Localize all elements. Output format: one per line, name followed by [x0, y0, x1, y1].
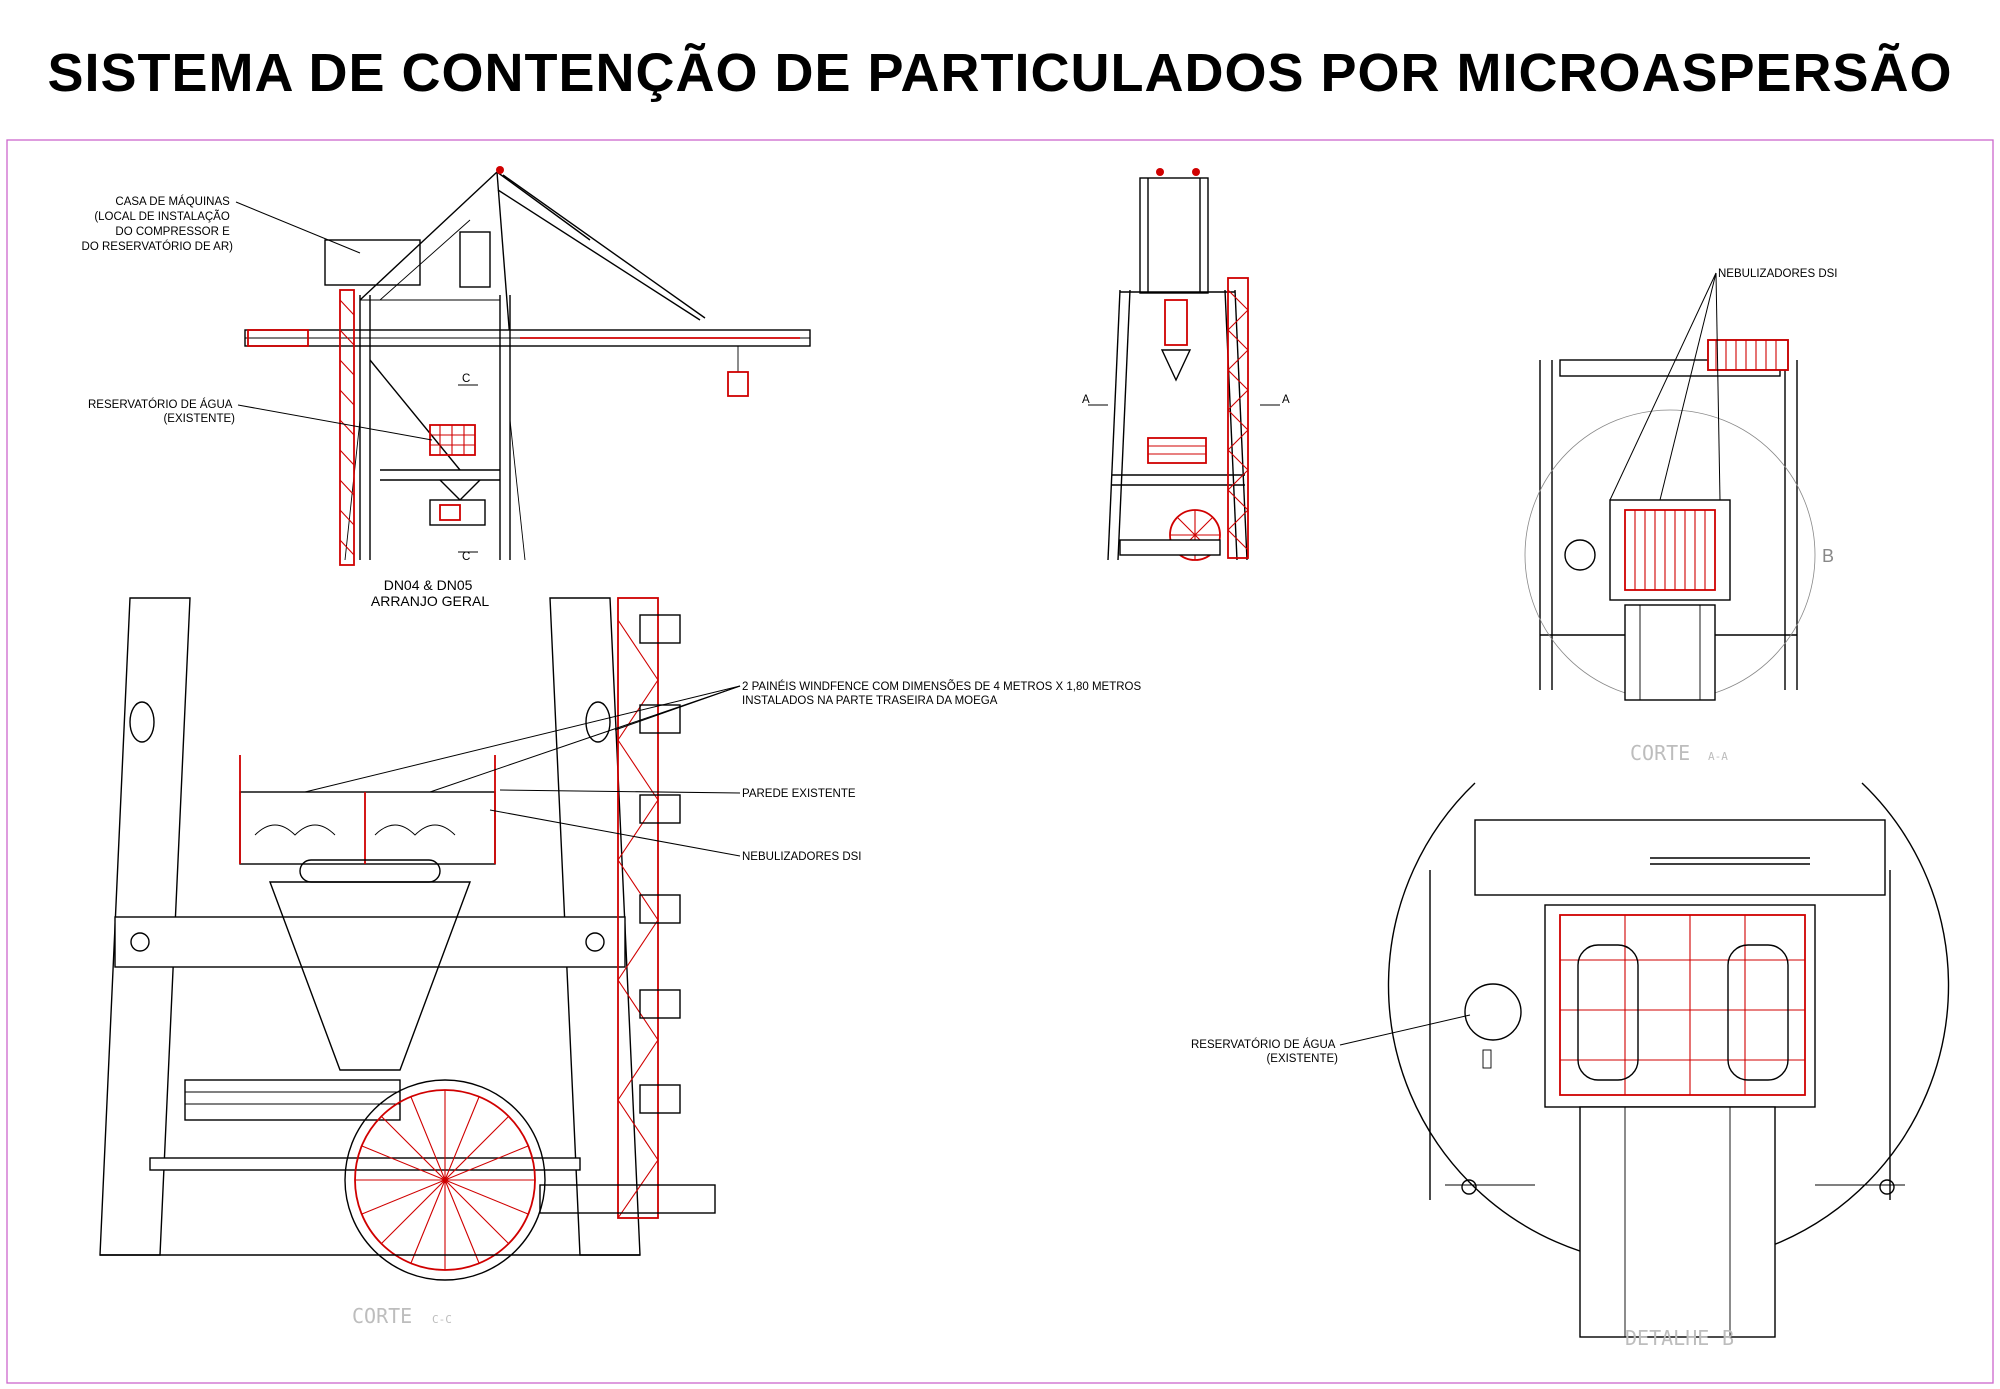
end-elevation-view — [1088, 168, 1280, 561]
section-a-left: A — [1082, 394, 1090, 406]
leaders-nebulizadores-top — [1609, 272, 1721, 501]
caption-corte-cc-main: CORTE — [352, 1304, 412, 1328]
bucket-wheel-spokes — [355, 1090, 535, 1270]
corte-aa-view — [1524, 339, 1816, 701]
leaders-windfence — [304, 685, 741, 793]
caption-corte-cc-sub: C-C — [432, 1313, 452, 1326]
leader-reservatorio-top — [237, 404, 433, 441]
leader-nebulizadores-mid — [489, 809, 741, 857]
label-reservatorio-agua-detail: RESERVATÓRIO DE ÁGUA (EXISTENTE) — [1191, 1038, 1338, 1065]
caption-corte-aa-main: CORTE — [1630, 741, 1690, 765]
arranjo-geral-view — [244, 166, 811, 566]
detalhe-b-view — [1387, 782, 1950, 1338]
label-reservatorio-agua-top: RESERVATÓRIO DE ÁGUA (EXISTENTE) — [88, 398, 235, 425]
label-nebulizadores-top: NEBULIZADORES DSI — [1718, 268, 1838, 280]
section-c-bottom: C — [462, 551, 470, 563]
caption-arranjo-geral: DN04 & DN05 ARRANJO GERAL — [371, 577, 489, 609]
caption-detalhe-b-sub: B — [1722, 1326, 1734, 1350]
leader-parede-existente — [499, 789, 741, 794]
leader-reservatorio-detail — [1339, 1014, 1471, 1046]
label-parede-existente: PAREDE EXISTENTE — [742, 788, 856, 800]
corte-cc-view — [99, 597, 716, 1281]
stair-landings — [539, 614, 716, 1214]
label-nebulizadores-mid: NEBULIZADORES DSI — [742, 851, 862, 863]
drawing-title: SISTEMA DE CONTENÇÃO DE PARTICULADOS POR… — [47, 43, 1953, 103]
caption-detalhe-b: DETALHE B — [1625, 1326, 1734, 1350]
detail-marker-b: B — [1822, 546, 1834, 566]
caption-corte-aa: CORTE A-A — [1630, 741, 1728, 765]
label-casa-maquinas: CASA DE MÁQUINAS (LOCAL DE INSTALAÇÃO DO… — [82, 195, 234, 253]
caption-corte-cc: CORTE C-C — [352, 1304, 452, 1328]
section-c-top: C — [462, 373, 470, 385]
section-a-right: A — [1282, 394, 1290, 406]
label-windfence: 2 PAINÉIS WINDFENCE COM DIMENSÕES DE 4 M… — [742, 680, 1144, 707]
sheet-frame — [6, 139, 1994, 1384]
leader-casa-maquinas — [235, 201, 361, 254]
caption-corte-aa-sub: A-A — [1708, 750, 1728, 763]
caption-detalhe-b-main: DETALHE — [1625, 1326, 1709, 1350]
